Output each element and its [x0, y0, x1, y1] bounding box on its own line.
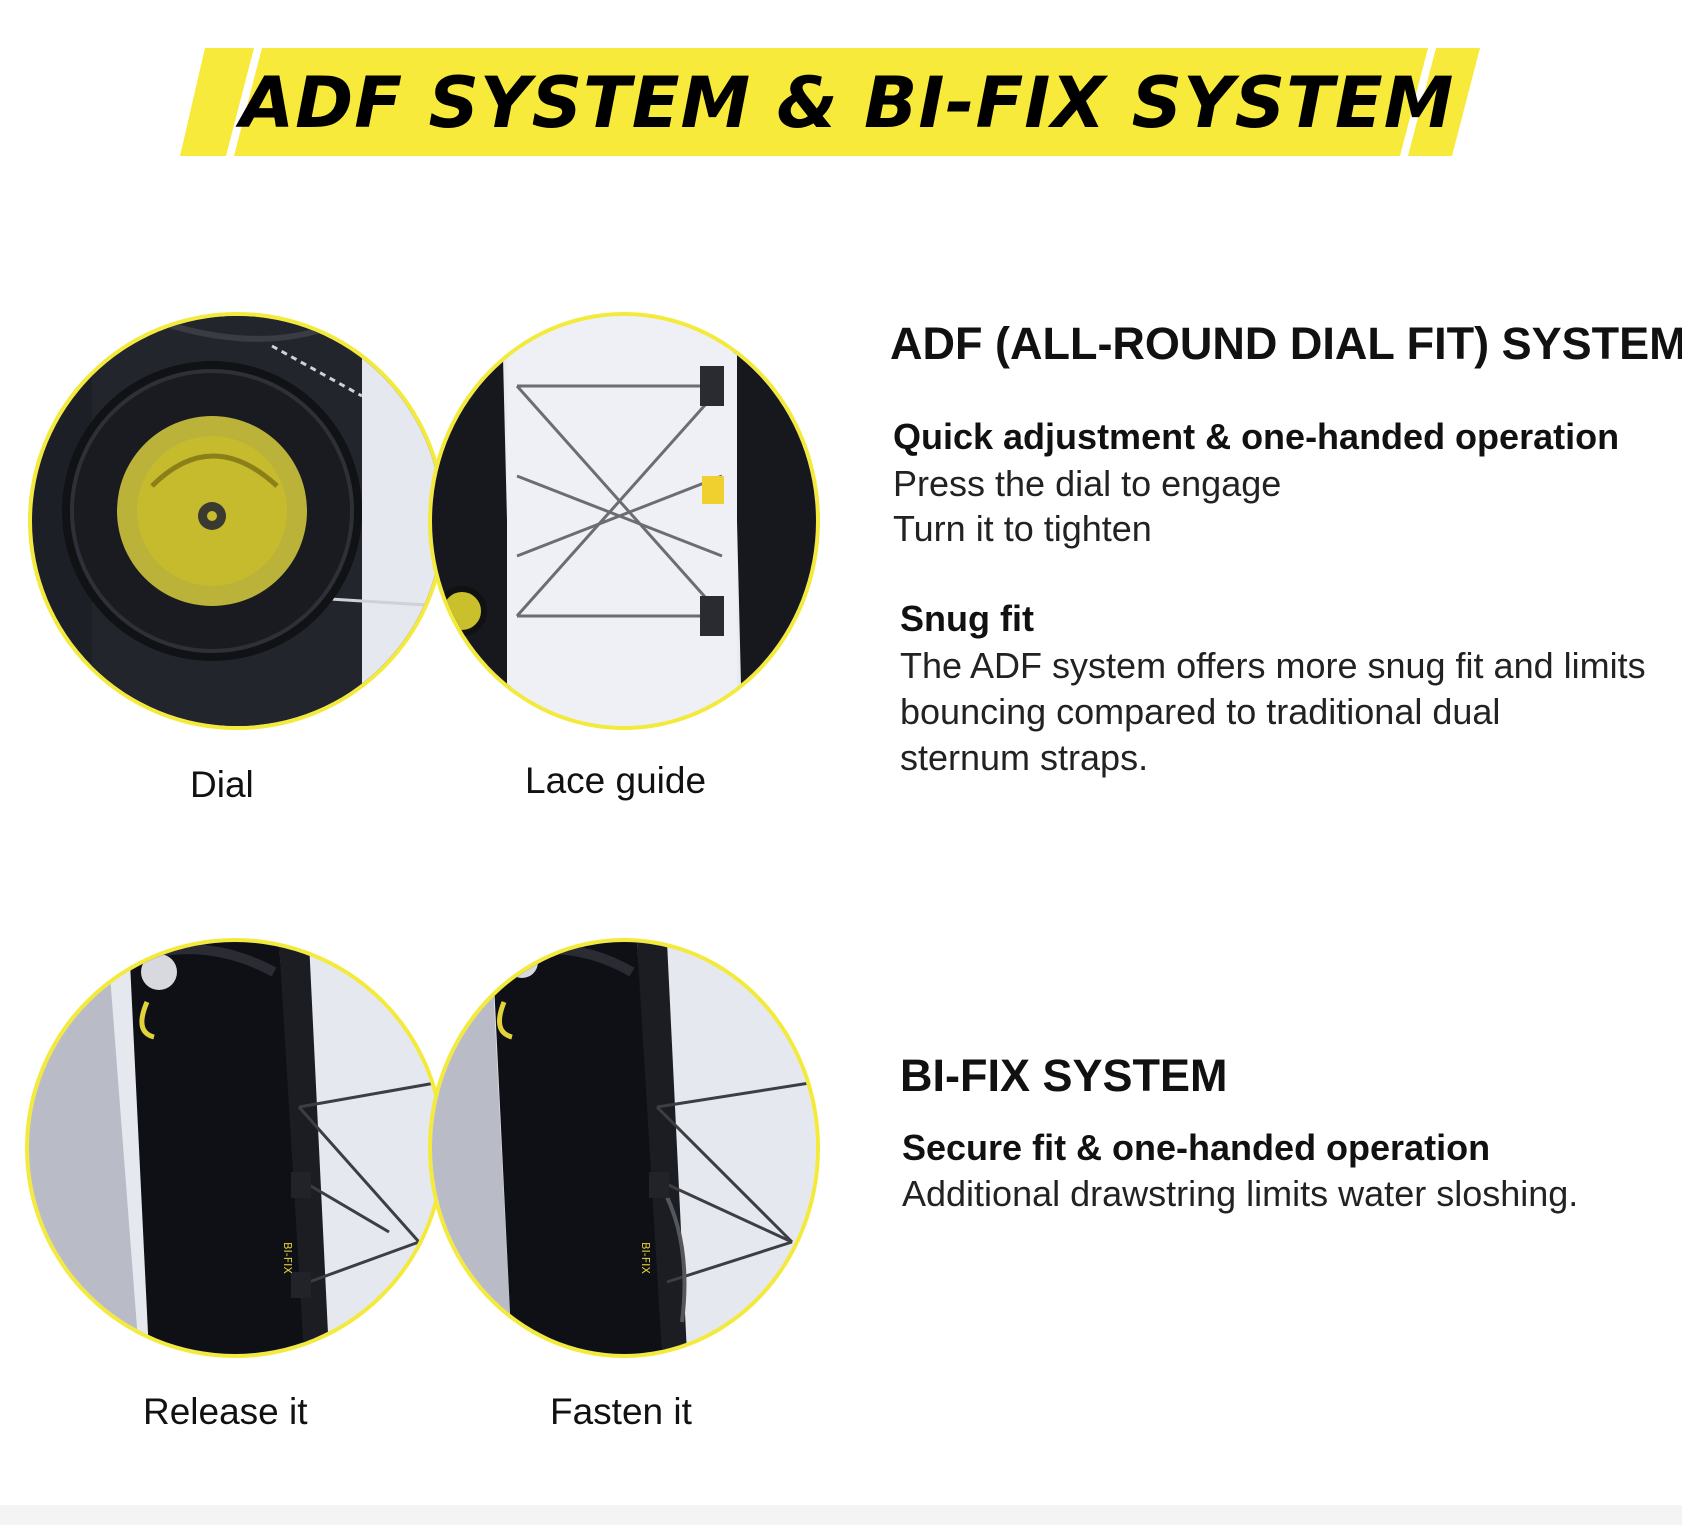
adf-feature2-title: Snug fit — [900, 598, 1034, 639]
svg-text:BI-FIX: BI-FIX — [639, 1242, 652, 1274]
bifix-feature1-title: Secure fit & one-handed operation — [902, 1127, 1491, 1168]
adf-feature1-line2: Turn it to tighten — [893, 508, 1152, 549]
fasten-photo: BI-FIX — [428, 938, 820, 1358]
bifix-heading: BI-FIX SYSTEM — [900, 1050, 1228, 1101]
adf-feature1-line1: Press the dial to engage — [893, 463, 1282, 504]
title-banner: ADF SYSTEM & BI-FIX SYSTEM — [0, 0, 1682, 170]
bifix-feature1-line1: Additional drawstring limits water slosh… — [902, 1173, 1579, 1214]
release-caption: Release it — [143, 1391, 308, 1432]
lace-guide-photo — [428, 312, 820, 730]
adf-feature1-title: Quick adjustment & one-handed operation — [893, 416, 1620, 457]
dial-caption: Dial — [190, 764, 254, 805]
adf-feature2-line2: bouncing compared to traditional dual — [900, 691, 1501, 732]
fasten-caption: Fasten it — [550, 1391, 692, 1432]
page-title: ADF SYSTEM & BI-FIX SYSTEM — [240, 62, 1455, 144]
dial-photo — [28, 312, 446, 730]
lace-guide-caption: Lace guide — [525, 760, 707, 801]
adf-heading: ADF (ALL-ROUND DIAL FIT) SYSTEM — [890, 318, 1682, 369]
banner-stripes — [180, 48, 1480, 156]
bottom-strip — [0, 1505, 1682, 1525]
adf-feature2-line3: sternum straps. — [900, 737, 1149, 778]
release-photo: BI-FIX — [25, 938, 445, 1358]
svg-text:BI-FIX: BI-FIX — [281, 1242, 294, 1274]
adf-feature2-line1: The ADF system offers more snug fit and … — [900, 645, 1646, 686]
